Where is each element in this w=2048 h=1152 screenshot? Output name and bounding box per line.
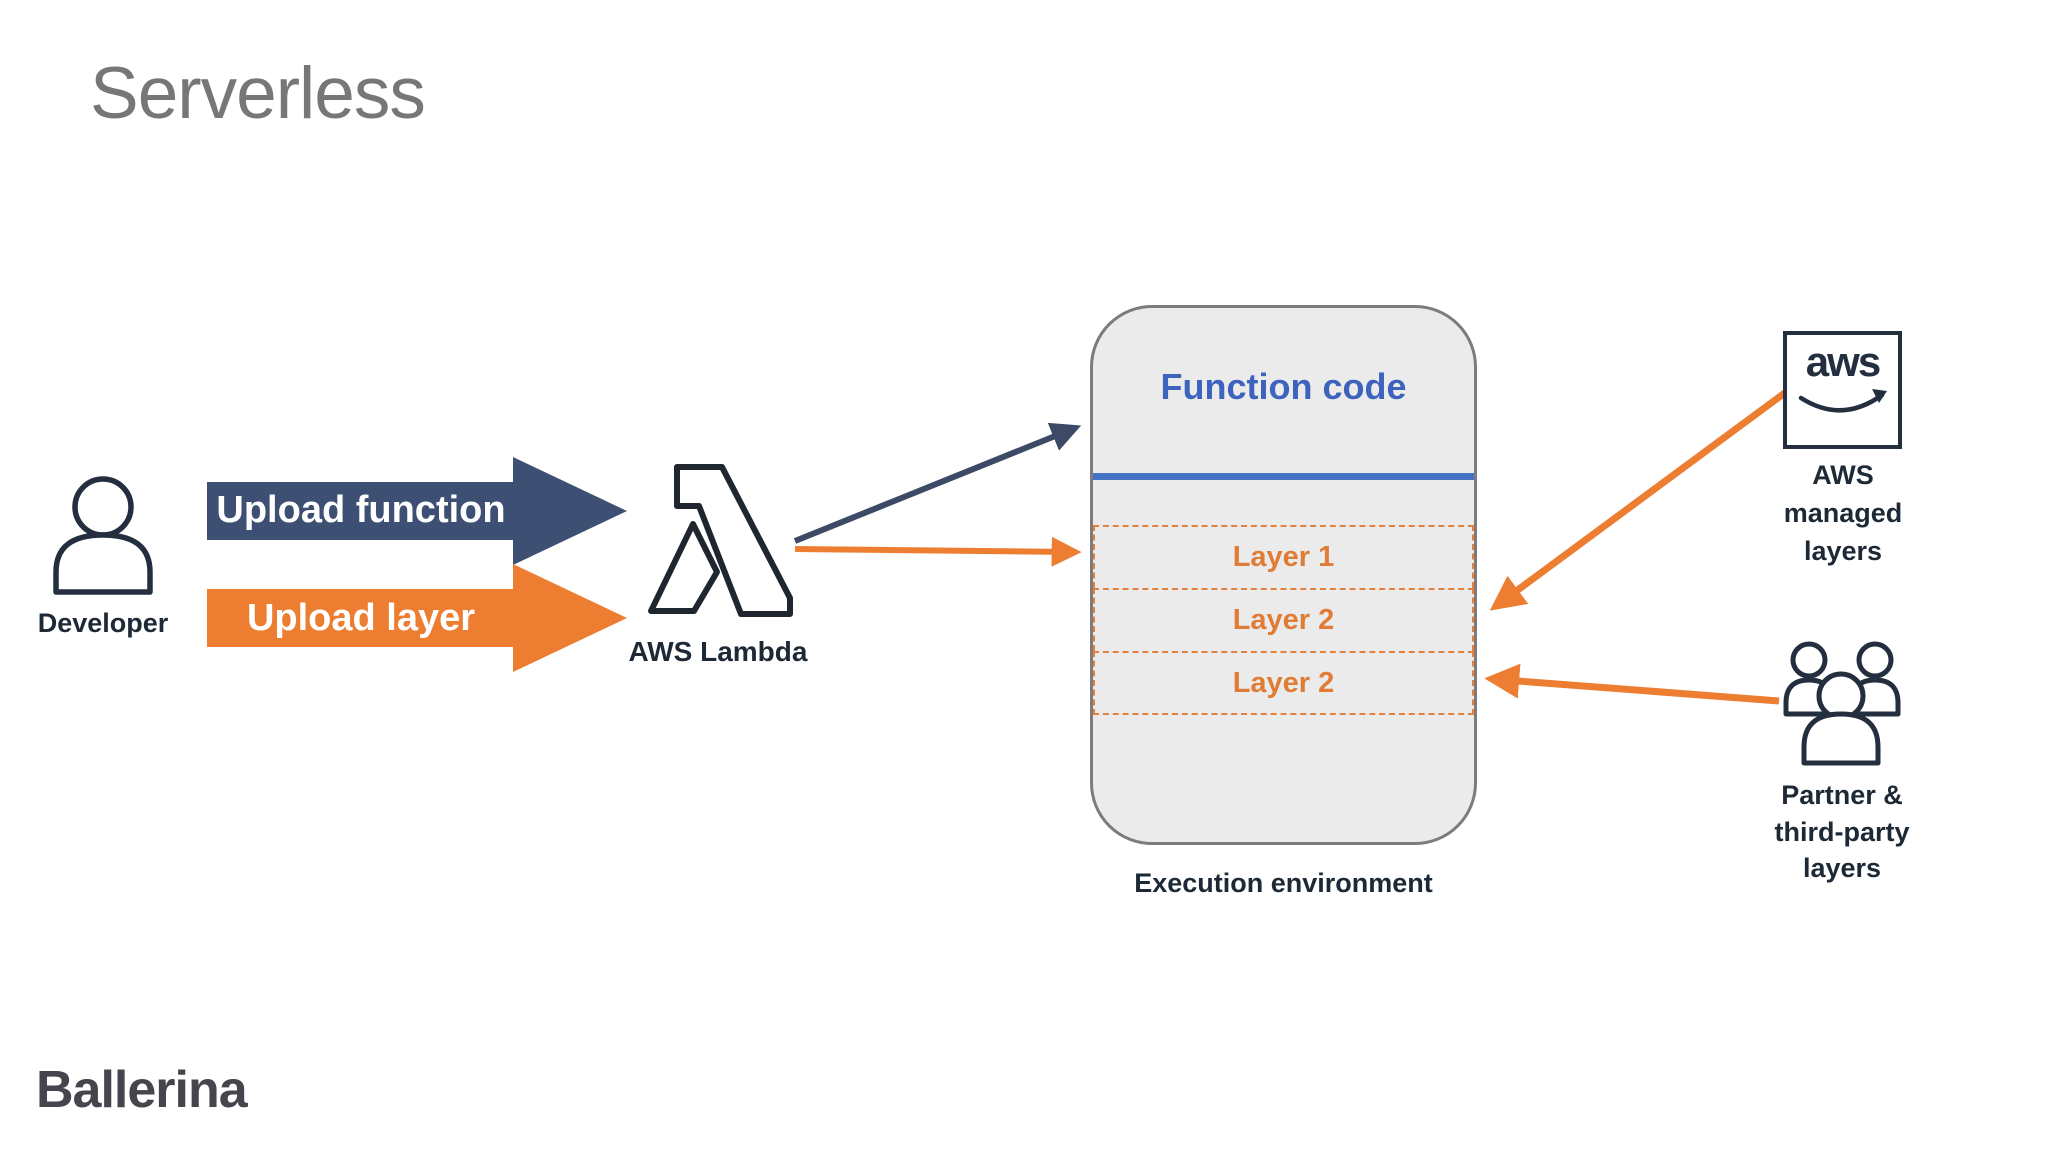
- aws-lambda-label: AWS Lambda: [628, 636, 808, 667]
- partner-label-line1: Partner &: [1781, 780, 1903, 810]
- partner-people-icon: [1783, 641, 1901, 766]
- upload-function-label: Upload function: [216, 489, 506, 531]
- arrow-lambda-to-function-code: [793, 422, 1082, 544]
- layer-row-1: Layer 1: [1093, 525, 1474, 588]
- arrow-lambda-to-layer1: [794, 536, 1082, 567]
- arrow-partner-to-layer2: [1484, 663, 1780, 705]
- function-code-label: Function code: [1160, 366, 1407, 407]
- upload-layer-arrow: [207, 564, 627, 672]
- upload-layer-label: Upload layer: [246, 597, 476, 639]
- arrow-aws-managed-to-layer2: [1489, 389, 1789, 611]
- partner-label-line2: third-party: [1774, 817, 1910, 847]
- aws-managed-label-line3: layers: [1803, 536, 1883, 566]
- execution-environment-caption: Execution environment: [1134, 868, 1433, 898]
- layer-row-3: Layer 2: [1093, 651, 1474, 715]
- developer-icon: [53, 476, 153, 595]
- developer-label: Developer: [37, 608, 169, 638]
- page-title: Serverless: [90, 53, 426, 134]
- ballerina-logo: Ballerina: [36, 1061, 248, 1119]
- function-code-divider: [1093, 473, 1474, 480]
- layer-row-2: Layer 2: [1093, 588, 1474, 651]
- aws-lambda-icon: [648, 464, 793, 617]
- aws-logo-icon: [1783, 331, 1902, 449]
- partner-label-line3: layers: [1802, 853, 1882, 883]
- execution-environment-box: Function code Layer 1 Layer 2 Layer 2: [1090, 305, 1477, 845]
- aws-managed-label-line2: managed: [1783, 498, 1903, 528]
- aws-logo-text: aws: [1805, 338, 1881, 385]
- upload-function-arrow: [207, 457, 627, 565]
- aws-managed-label-line1: AWS: [1812, 460, 1874, 490]
